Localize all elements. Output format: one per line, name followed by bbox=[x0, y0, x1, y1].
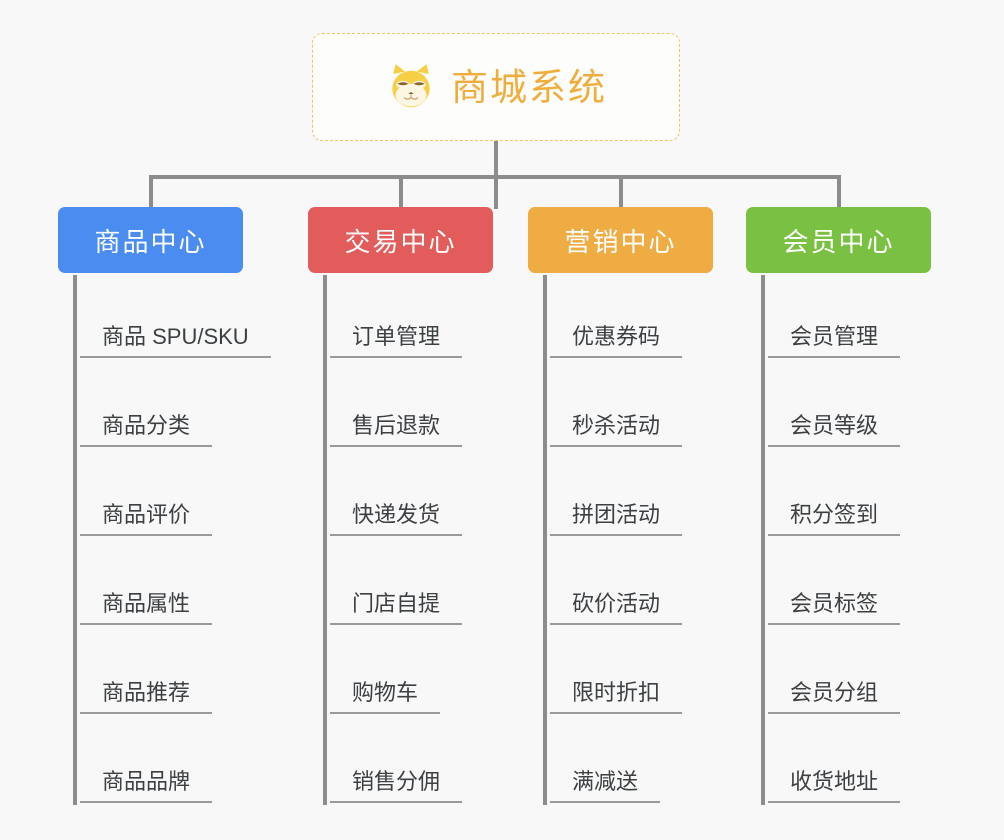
leaf-label: 购物车 bbox=[330, 679, 441, 714]
leaf-item[interactable]: 收货地址 bbox=[761, 720, 961, 809]
leaf-item[interactable]: 砍价活动 bbox=[543, 542, 743, 631]
leaf-label: 会员标签 bbox=[768, 590, 901, 625]
leaf-item[interactable]: 会员分组 bbox=[761, 631, 961, 720]
leaf-label: 会员管理 bbox=[768, 323, 901, 358]
leaf-label: 商品 SPU/SKU bbox=[80, 323, 271, 358]
leaf-label: 会员分组 bbox=[768, 679, 901, 714]
leaf-label: 积分签到 bbox=[768, 501, 901, 536]
connector-drop-2 bbox=[399, 175, 403, 209]
leaf-label: 售后退款 bbox=[330, 412, 463, 447]
trunk-line-product-center bbox=[73, 275, 77, 805]
leaf-label: 满减送 bbox=[550, 768, 661, 803]
leaf-item[interactable]: 购物车 bbox=[323, 631, 523, 720]
leaf-item[interactable]: 秒杀活动 bbox=[543, 364, 743, 453]
leaf-list-product-center: 商品 SPU/SKU 商品分类 商品评价 商品属性 商品推荐 商品品牌 bbox=[73, 275, 303, 809]
leaf-label: 订单管理 bbox=[330, 323, 463, 358]
leaf-label: 门店自提 bbox=[330, 590, 463, 625]
leaf-item[interactable]: 拼团活动 bbox=[543, 453, 743, 542]
leaf-item[interactable]: 限时折扣 bbox=[543, 631, 743, 720]
leaf-item[interactable]: 会员等级 bbox=[761, 364, 961, 453]
leaf-item[interactable]: 商品属性 bbox=[73, 542, 303, 631]
leaf-item[interactable]: 商品评价 bbox=[73, 453, 303, 542]
leaf-label: 销售分佣 bbox=[330, 768, 463, 803]
leaf-label: 砍价活动 bbox=[550, 590, 683, 625]
leaf-label: 收货地址 bbox=[768, 768, 901, 803]
leaf-label: 商品分类 bbox=[80, 412, 213, 447]
connector-horizontal-bar bbox=[149, 175, 841, 179]
trunk-line-trade-center bbox=[323, 275, 327, 805]
leaf-item[interactable]: 商品分类 bbox=[73, 364, 303, 453]
leaf-item[interactable]: 满减送 bbox=[543, 720, 743, 809]
leaf-label: 商品品牌 bbox=[80, 768, 213, 803]
leaf-item[interactable]: 会员标签 bbox=[761, 542, 961, 631]
connector-drop-3 bbox=[619, 175, 623, 209]
leaf-label: 商品评价 bbox=[80, 501, 213, 536]
connector-drop-1 bbox=[149, 175, 153, 209]
leaf-list-member-center: 会员管理 会员等级 积分签到 会员标签 会员分组 收货地址 bbox=[761, 275, 961, 809]
leaf-item[interactable]: 商品 SPU/SKU bbox=[73, 275, 303, 364]
category-header-label: 商品中心 bbox=[94, 226, 207, 257]
root-title: 商城系统 bbox=[451, 66, 607, 108]
leaf-label: 商品属性 bbox=[80, 590, 213, 625]
leaf-label: 限时折扣 bbox=[550, 679, 683, 714]
root-node[interactable]: 商城系统 bbox=[312, 33, 680, 141]
leaf-label: 秒杀活动 bbox=[550, 412, 683, 447]
leaf-label: 优惠券码 bbox=[550, 323, 683, 358]
category-header-trade-center[interactable]: 交易中心 bbox=[308, 207, 493, 273]
connector-drop-4 bbox=[837, 175, 841, 209]
category-header-label: 交易中心 bbox=[344, 226, 457, 257]
leaf-list-trade-center: 订单管理 售后退款 快递发货 门店自提 购物车 销售分佣 bbox=[323, 275, 523, 809]
leaf-label: 拼团活动 bbox=[550, 501, 683, 536]
category-header-product-center[interactable]: 商品中心 bbox=[58, 207, 243, 273]
leaf-item[interactable]: 门店自提 bbox=[323, 542, 523, 631]
leaf-item[interactable]: 订单管理 bbox=[323, 275, 523, 364]
leaf-label: 会员等级 bbox=[768, 412, 901, 447]
leaf-item[interactable]: 商品品牌 bbox=[73, 720, 303, 809]
trunk-line-member-center bbox=[761, 275, 765, 805]
category-header-label: 营销中心 bbox=[564, 226, 677, 257]
leaf-item[interactable]: 商品推荐 bbox=[73, 631, 303, 720]
leaf-label: 快递发货 bbox=[330, 501, 463, 536]
leaf-item[interactable]: 会员管理 bbox=[761, 275, 961, 364]
leaf-list-marketing-center: 优惠券码 秒杀活动 拼团活动 砍价活动 限时折扣 满减送 bbox=[543, 275, 743, 809]
leaf-item[interactable]: 快递发货 bbox=[323, 453, 523, 542]
leaf-item[interactable]: 积分签到 bbox=[761, 453, 961, 542]
category-header-label: 会员中心 bbox=[782, 226, 895, 257]
leaf-item[interactable]: 售后退款 bbox=[323, 364, 523, 453]
trunk-line-marketing-center bbox=[543, 275, 547, 805]
category-header-marketing-center[interactable]: 营销中心 bbox=[528, 207, 713, 273]
leaf-item[interactable]: 优惠券码 bbox=[543, 275, 743, 364]
category-header-member-center[interactable]: 会员中心 bbox=[746, 207, 931, 273]
shiba-dog-face-icon bbox=[385, 61, 437, 113]
leaf-item[interactable]: 销售分佣 bbox=[323, 720, 523, 809]
leaf-label: 商品推荐 bbox=[80, 679, 213, 714]
